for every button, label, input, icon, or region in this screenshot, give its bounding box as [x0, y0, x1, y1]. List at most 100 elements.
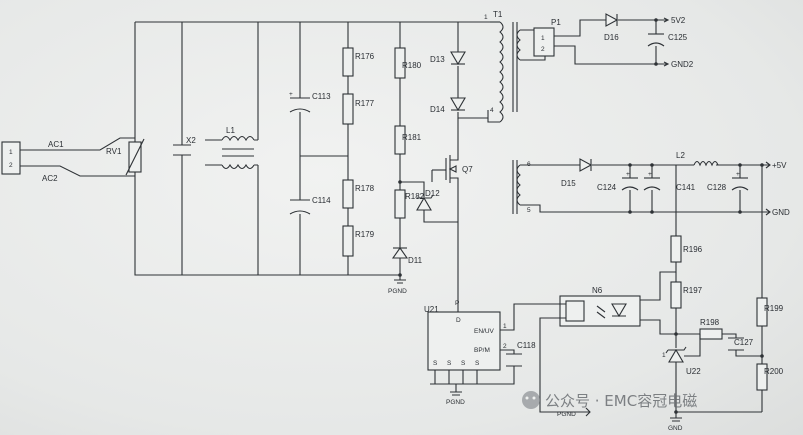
label-ac2: AC2	[42, 174, 58, 183]
capacitor-c118	[506, 353, 522, 367]
zener-d12	[416, 194, 434, 211]
p1-pin2: 2	[541, 46, 545, 53]
resistor-r181	[394, 125, 406, 155]
label-pgnd-bottom2: PGND	[557, 411, 576, 418]
label-c128: C128	[707, 183, 727, 192]
resistor-r197	[670, 281, 682, 309]
capacitor-c125	[647, 33, 665, 47]
label-r196: R196	[683, 245, 703, 254]
label-gnd-bottom: GND	[668, 425, 683, 432]
label-c118: C118	[517, 341, 536, 350]
label-pgnd-left: PGND	[388, 288, 407, 295]
t1-pin4: 4	[490, 107, 494, 114]
label-c125: C125	[668, 33, 688, 42]
resistor-r196	[670, 235, 682, 263]
input-connector: 1 2	[1, 141, 21, 175]
u21-s-pin-2: S	[447, 360, 452, 367]
label-pgnd-bottom: PGND	[446, 399, 465, 406]
svg-text:+: +	[626, 171, 630, 178]
shunt-regulator-u22	[665, 334, 701, 363]
label-r176: R176	[355, 52, 375, 61]
mosfet-q7	[432, 145, 459, 210]
transformer-t1	[487, 21, 521, 214]
label-d13: D13	[430, 55, 445, 64]
label-r197: R197	[683, 286, 703, 295]
resistor-r199	[756, 297, 768, 327]
resistor-r176	[342, 47, 354, 77]
svg-text:+: +	[289, 91, 293, 98]
watermark-text: 公众号 · EMC容冠电磁	[545, 392, 697, 410]
label-d11: D11	[408, 256, 423, 265]
capacitor-c127	[728, 337, 744, 351]
capacitor-c141: +	[643, 171, 661, 191]
u22-pin1: 1	[662, 352, 666, 359]
capacitor-c128: +	[731, 171, 749, 191]
diode-d14	[450, 97, 466, 112]
resistor-r198	[699, 328, 723, 340]
svg-text:+: +	[648, 171, 652, 178]
connector-pin-2: 2	[9, 162, 13, 169]
resistor-r180	[394, 47, 406, 79]
capacitor-c113: +	[289, 91, 311, 113]
u21-en-pin-number: 1	[503, 323, 507, 330]
resistor-r177	[342, 93, 354, 125]
label-c124: C124	[597, 183, 617, 192]
diode-d11	[391, 247, 409, 259]
u21-pin-bp-m: BP/M	[474, 347, 490, 354]
label-r199: R199	[764, 304, 784, 313]
capacitor-c114	[289, 199, 311, 215]
label-q7: Q7	[462, 165, 473, 174]
label-5v: +5V	[772, 161, 787, 170]
p1-pin1: 1	[541, 35, 545, 42]
t1-pin1: 1	[484, 14, 488, 21]
controller-u21	[427, 311, 501, 371]
label-r177: R177	[355, 99, 375, 108]
watermark: 公众号 · EMC容冠电磁	[522, 391, 697, 410]
t1-pin5: 5	[527, 207, 531, 214]
label-r200: R200	[764, 367, 784, 376]
inductor-l2	[693, 160, 719, 167]
u21-s-pin-1: S	[433, 360, 438, 367]
label-u22: U22	[686, 367, 701, 376]
label-t1: T1	[493, 10, 503, 19]
label-gnd-right: GND	[772, 208, 790, 217]
label-c141: C141	[676, 183, 696, 192]
label-l2: L2	[676, 151, 685, 160]
resistor-r178	[342, 179, 354, 209]
label-c127: C127	[734, 338, 754, 347]
capacitor-x2	[173, 144, 191, 156]
u21-bp-pin-number: 2	[503, 343, 507, 350]
label-r198: R198	[700, 318, 720, 327]
label-l1: L1	[226, 126, 235, 135]
u21-pin-d: D	[456, 317, 461, 324]
label-r182: R182	[405, 192, 425, 201]
svg-text:+: +	[736, 171, 740, 178]
label-c113: C113	[312, 92, 331, 101]
label-d16: D16	[604, 33, 619, 42]
label-c114: C114	[312, 196, 331, 205]
resistor-r182	[394, 189, 406, 219]
common-mode-choke-l1	[221, 135, 255, 170]
diode-d13	[450, 51, 466, 66]
label-r179: R179	[355, 230, 375, 239]
label-gnd2: GND2	[671, 60, 694, 69]
diode-d15	[579, 158, 593, 172]
label-5v2: 5V2	[671, 16, 686, 25]
label-d15: D15	[561, 179, 576, 188]
label-p1: P1	[551, 18, 561, 27]
u21-s-pin-3: S	[461, 360, 466, 367]
connector-p1	[533, 27, 555, 57]
optocoupler-n6	[559, 295, 641, 327]
resistor-r179	[342, 225, 354, 257]
connector-pin-1: 1	[9, 149, 13, 156]
resistor-r200	[756, 363, 768, 391]
diode-d16	[605, 13, 619, 27]
label-r180: R180	[402, 61, 422, 70]
u21-pin-en-uv: EN/UV	[474, 328, 495, 335]
varistor-rv1	[125, 138, 145, 176]
label-rv1: RV1	[106, 147, 122, 156]
label-d12: D12	[425, 189, 440, 198]
capacitor-c124: +	[621, 171, 639, 191]
